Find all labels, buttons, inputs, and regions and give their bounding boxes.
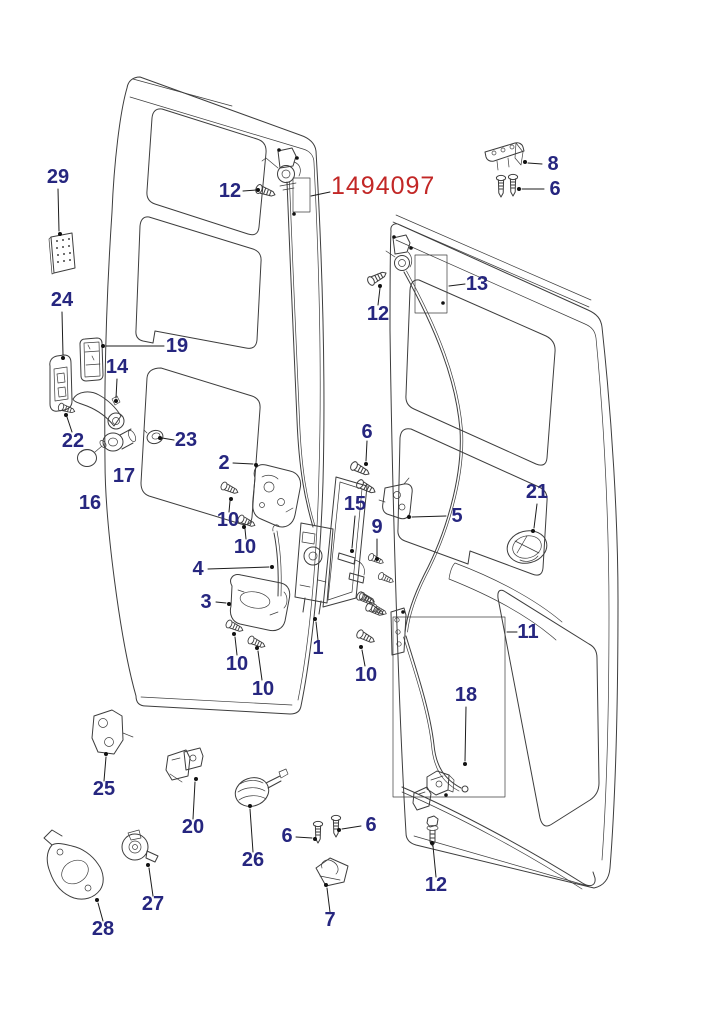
rod-clip-drawing (412, 786, 432, 811)
callout-10c: 10 (226, 653, 248, 675)
callout-25: 25 (93, 778, 115, 800)
part-26-lock-cylinder-drawing (234, 768, 289, 807)
part-6-screw-drawing (507, 173, 519, 197)
part-17-lock-barrel-drawing (102, 428, 137, 452)
callout-8: 8 (547, 153, 558, 175)
part-15-link-drawing (337, 552, 365, 584)
callout-21: 21 (526, 481, 548, 503)
part-14-handle-lever-drawing (72, 391, 125, 430)
callout-1: 1 (312, 637, 323, 659)
callout-17: 17 (113, 465, 135, 487)
part-29-pad-drawing (48, 232, 76, 275)
part-28-bracket-drawing (43, 829, 104, 900)
part-20-hinge-drawing (165, 747, 204, 783)
bottom-latch-drawing (426, 770, 455, 797)
callout-18: 18 (455, 684, 477, 706)
callout-12c: 12 (425, 874, 447, 896)
callout-6c: 6 (281, 825, 292, 847)
callout-10a: 10 (217, 509, 239, 531)
part-8-bracket-drawing (484, 142, 525, 171)
lower-latch-bracket-drawing (390, 607, 407, 656)
callout-4: 4 (192, 558, 204, 580)
callout-6a: 6 (549, 178, 560, 200)
part-13-callout-box (414, 254, 448, 314)
callout-10b: 10 (234, 536, 256, 558)
part-21-exterior-handle-drawing (506, 530, 548, 564)
right-door-latch-rod-drawing (403, 270, 464, 633)
part-3-handle-bracket-drawing (229, 574, 291, 632)
callout-6b: 6 (361, 421, 372, 443)
part-23-grommet-drawing (143, 429, 164, 445)
part-9-bolt-drawing (376, 571, 396, 586)
callout-2: 2 (218, 452, 229, 474)
part-2-latch-shield-drawing (252, 464, 302, 528)
left-door-outline-drawing (104, 76, 325, 715)
callout-12a: 12 (219, 180, 241, 202)
callout-12b: 12 (367, 303, 389, 325)
right-door-top-latch-drawing (385, 234, 445, 305)
callout-6d: 6 (365, 814, 376, 836)
callout-23: 23 (175, 429, 197, 451)
part-24-plate-drawing (49, 354, 73, 412)
part-6-bolt-drawing (348, 460, 372, 479)
callout-11: 11 (517, 621, 538, 643)
leader-lines (57, 162, 545, 922)
left-door-top-latch-drawing (261, 147, 301, 216)
callout-24: 24 (51, 289, 74, 311)
part-7-striker-drawing (315, 857, 349, 887)
callout-27: 27 (142, 893, 164, 915)
part-16-cap-drawing (77, 440, 107, 467)
callout-14: 14 (106, 356, 129, 378)
part-10-bolt-drawing (354, 628, 377, 646)
part-19-striker-box-drawing (79, 337, 104, 382)
callout-5: 5 (451, 505, 462, 527)
callout-10d: 10 (252, 678, 274, 700)
part-number: 1494097 (331, 172, 435, 200)
part-25-striker-plate-drawing (91, 709, 134, 755)
callout-20: 20 (182, 816, 204, 838)
part-10-screw-drawing (236, 513, 258, 530)
callout-13: 13 (466, 273, 488, 295)
part-6-screw-drawing (330, 814, 342, 838)
leader-dots (58, 160, 535, 902)
left-door-latch-rod-drawing (286, 181, 316, 528)
callout-3: 3 (200, 591, 211, 613)
callout-29: 29 (47, 166, 69, 188)
callout-7: 7 (324, 909, 335, 931)
part-4-rod-drawing (272, 524, 282, 597)
callout-22: 22 (62, 430, 84, 452)
part-12-screw-drawing (365, 268, 389, 287)
callout-15: 15 (344, 493, 366, 515)
callout-16: 16 (79, 492, 101, 514)
right-door-outline-drawing (389, 214, 619, 889)
callout-10e: 10 (355, 664, 377, 686)
part-11-callout-box (392, 616, 506, 798)
part-6-screw-drawing (495, 174, 507, 198)
top-latch-callout-box (292, 177, 311, 213)
callout-28: 28 (92, 918, 114, 940)
callout-26: 26 (242, 849, 264, 871)
release-cable-drawing (403, 635, 469, 793)
callout-9: 9 (371, 516, 382, 538)
part-10-screw-drawing (219, 480, 241, 497)
part-5-hinge-bracket-drawing (378, 477, 413, 520)
part-27-lock-actuator-drawing (121, 829, 159, 863)
callout-19: 19 (166, 335, 188, 357)
